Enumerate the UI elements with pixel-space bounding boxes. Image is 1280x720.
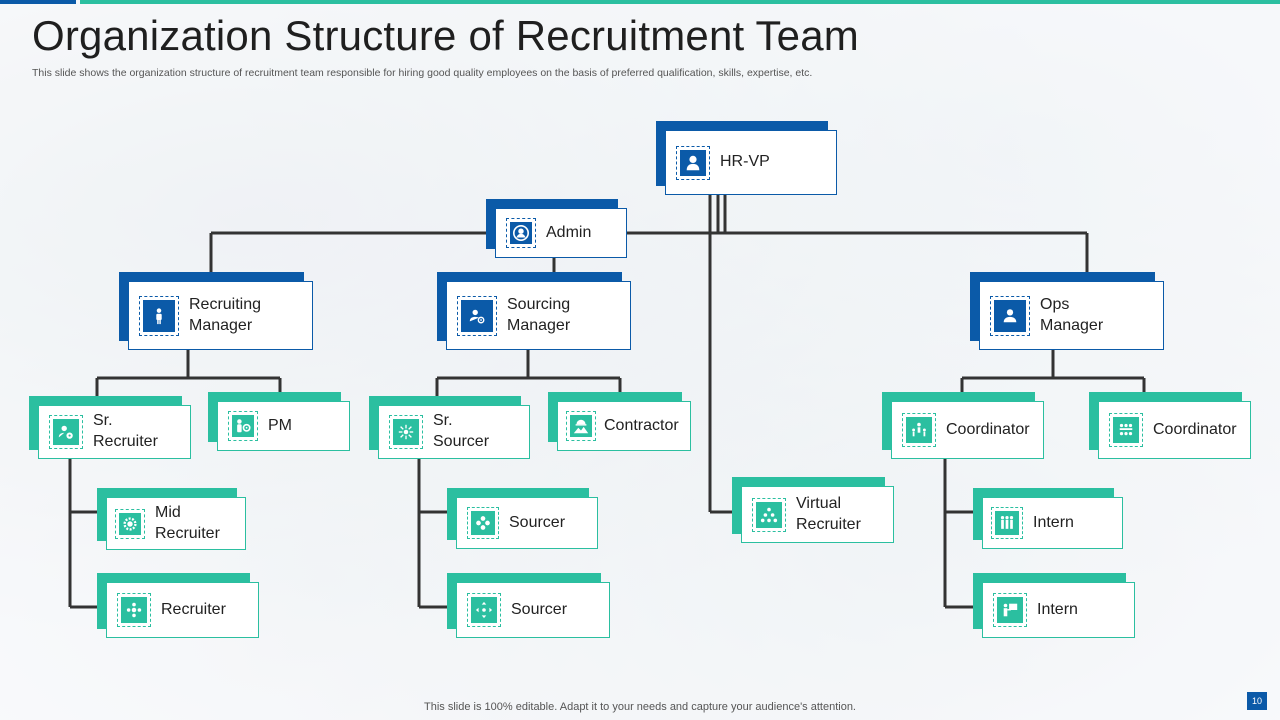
people-icon bbox=[991, 507, 1023, 539]
org-node-sourcing-manager[interactable]: Sourcing Manager bbox=[437, 272, 631, 350]
org-node-recruiter[interactable]: Recruiter bbox=[97, 573, 259, 638]
slide-subtitle: This slide shows the organization struct… bbox=[32, 67, 813, 79]
person-icon bbox=[990, 295, 1030, 336]
node-label: Contractor bbox=[604, 416, 679, 434]
node-label: Sr. Sourcer bbox=[433, 412, 490, 450]
org-node-sr-sourcer[interactable]: Sr. Sourcer bbox=[369, 396, 530, 459]
org-node-ops-manager[interactable]: Ops Manager bbox=[970, 272, 1164, 350]
node-label: Sr. Recruiter bbox=[93, 412, 158, 450]
org-node-contractor[interactable]: Contractor bbox=[548, 392, 691, 451]
presenter-icon bbox=[993, 593, 1027, 627]
org-node-pm[interactable]: PM bbox=[208, 392, 350, 451]
user-gear-icon bbox=[457, 295, 497, 336]
node-label: Admin bbox=[546, 223, 592, 241]
person-gear-icon bbox=[228, 411, 258, 441]
network-icon bbox=[117, 593, 151, 627]
node-label: Recruiter bbox=[161, 600, 226, 618]
org-node-admin[interactable]: Admin bbox=[486, 199, 627, 258]
org-node-intern-2[interactable]: Intern bbox=[973, 573, 1135, 638]
org-node-hr-vp[interactable]: HR-VP bbox=[656, 121, 837, 195]
node-label: Virtual Recruiter bbox=[796, 494, 861, 533]
org-node-intern-1[interactable]: Intern bbox=[973, 488, 1123, 549]
org-node-sourcer-1[interactable]: Sourcer bbox=[447, 488, 598, 549]
org-node-coordinator-1[interactable]: Coordinator bbox=[882, 392, 1044, 459]
node-label: Mid Recruiter bbox=[155, 503, 220, 542]
footer-note: This slide is 100% editable. Adapt it to… bbox=[424, 701, 856, 713]
accent-bar-blue bbox=[0, 0, 76, 4]
node-label: Intern bbox=[1037, 600, 1078, 618]
pyramid-icon bbox=[752, 497, 786, 532]
gear-icon bbox=[115, 508, 145, 539]
person-standing-icon bbox=[139, 295, 179, 336]
org-node-virtual-recruiter[interactable]: Virtual Recruiter bbox=[732, 477, 894, 543]
user-circle-icon bbox=[506, 218, 536, 248]
node-label: Coordinator bbox=[1153, 420, 1237, 438]
org-node-sourcer-2[interactable]: Sourcer bbox=[447, 573, 610, 638]
node-label: Coordinator bbox=[946, 420, 1030, 438]
hub-icon bbox=[389, 415, 423, 449]
arrows-icon bbox=[467, 593, 501, 627]
node-label: Sourcing Manager bbox=[507, 295, 571, 334]
team-icon bbox=[902, 413, 936, 447]
node-label: Sourcer bbox=[511, 600, 568, 618]
accent-bar-teal bbox=[80, 0, 1280, 4]
group-icon bbox=[1109, 413, 1143, 447]
node-label: Sourcer bbox=[509, 513, 566, 531]
worker-icon bbox=[566, 411, 596, 441]
node-label: Ops Manager bbox=[1040, 295, 1104, 334]
slide-title: Organization Structure of Recruitment Te… bbox=[32, 12, 859, 59]
org-node-sr-recruiter[interactable]: Sr. Recruiter bbox=[29, 396, 191, 459]
org-node-coordinator-2[interactable]: Coordinator bbox=[1089, 392, 1251, 459]
org-node-recruiting-manager[interactable]: Recruiting Manager bbox=[119, 272, 313, 350]
page-number: 10 bbox=[1247, 692, 1267, 710]
node-label: PM bbox=[268, 416, 292, 434]
node-label: HR-VP bbox=[720, 153, 770, 171]
node-label: Recruiting Manager bbox=[189, 295, 262, 334]
user-settings-icon bbox=[49, 415, 83, 449]
org-node-mid-recruiter[interactable]: Mid Recruiter bbox=[97, 488, 246, 550]
node-label: Intern bbox=[1033, 513, 1074, 531]
person-icon bbox=[676, 145, 710, 180]
flower-gear-icon bbox=[467, 507, 499, 539]
